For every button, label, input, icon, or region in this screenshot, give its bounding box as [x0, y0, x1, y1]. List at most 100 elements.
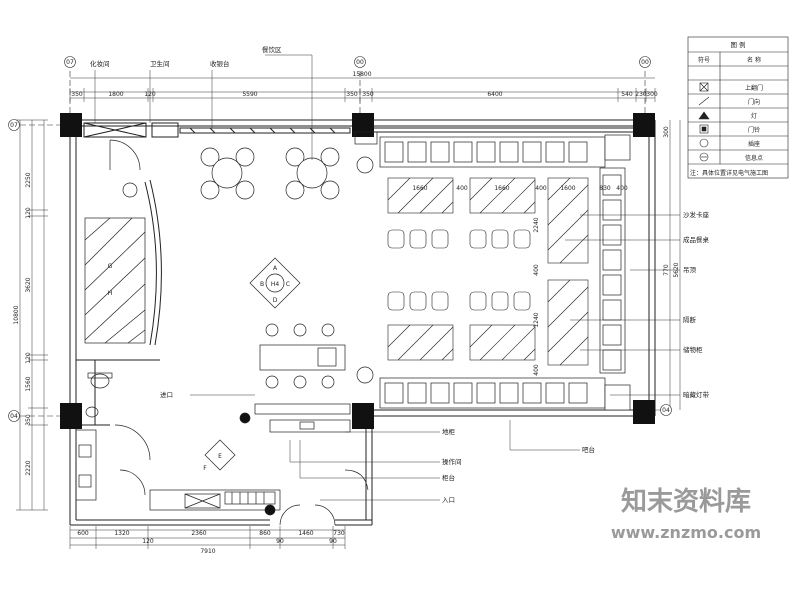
tdim-right-2: 400 — [616, 185, 628, 192]
leader-lines — [94, 54, 680, 501]
axis-label-top-1: 07 — [66, 59, 74, 66]
callout-top-1: 化妆间 — [90, 59, 110, 68]
legend-row-2: 门向 — [748, 98, 760, 106]
legend-table — [687, 36, 789, 179]
dim-bottom-4: 860 — [259, 530, 271, 537]
legend-row-4: 门铃 — [748, 126, 760, 134]
bar-counter — [239, 131, 378, 433]
dim-right-2: 300 — [663, 126, 670, 138]
dim-top-7: 6400 — [487, 91, 502, 98]
dim-left-7: 2220 — [25, 460, 32, 475]
watermark-url: www.znzmo.com — [611, 523, 761, 542]
callout-inner-5: 进口 — [160, 391, 173, 399]
elev-mark-c: C — [286, 281, 290, 288]
dim-left-overall: 10800 — [13, 305, 20, 324]
lower-elevation-symbol — [204, 439, 236, 471]
callout-inner-1: 地柜 — [442, 427, 456, 436]
watermark-cn: 知末资料库 — [621, 487, 751, 517]
dim-top-8: 540 — [621, 91, 633, 98]
legend-title: 图 例 — [730, 40, 745, 49]
dim-bottom-5: 1460 — [298, 530, 313, 537]
callout-right-3: 吊顶 — [683, 266, 697, 274]
tdim-top-1: 1660 — [412, 185, 427, 192]
legend-col-name: 名 称 — [747, 56, 761, 64]
dim-bottom-sub-1: 120 — [142, 538, 154, 545]
axis-label-top-3: 00 — [641, 59, 649, 66]
elev-mark-f: F — [203, 465, 207, 472]
lamp-icon — [698, 111, 710, 120]
tdim-v-1: 2240 — [533, 217, 540, 232]
dim-bottom-6: 730 — [333, 530, 345, 537]
dim-top-10: 300 — [646, 91, 658, 98]
callout-top-4: 餐饮区 — [262, 45, 282, 54]
callout-right-2: 成品餐桌 — [683, 235, 710, 244]
round-dining-tables — [200, 147, 340, 200]
tdim-top-3: 1660 — [494, 185, 509, 192]
callout-right-4: 隔断 — [683, 315, 697, 324]
legend-row-1: 上翻门 — [745, 84, 763, 92]
callout-top-2: 卫生间 — [150, 59, 170, 68]
elev-mark-d: D — [273, 297, 278, 304]
axis-label-right-1: 04 — [662, 407, 670, 414]
elev-mark-a: A — [273, 265, 278, 272]
legend-note: 注：具体位置详见电气施工图 — [690, 169, 768, 177]
tdim-v-3: 1240 — [533, 312, 540, 327]
socket-icon — [699, 138, 709, 148]
axis-label-left-1: 07 — [10, 122, 18, 129]
legend-row-5: 插座 — [748, 140, 760, 148]
dim-bottom-3: 2360 — [191, 530, 206, 537]
dim-top-overall: 15800 — [352, 71, 371, 78]
legend-symbols — [698, 82, 710, 162]
axis-label-top-2: 00 — [356, 59, 364, 66]
hatch-square-icon — [699, 82, 709, 92]
dim-left-6: 350 — [25, 414, 32, 426]
dim-top-4: 5590 — [242, 91, 257, 98]
callout-right-1: 沙发卡座 — [683, 210, 710, 219]
pencil-icon — [698, 96, 710, 106]
dim-top-5: 350 — [346, 91, 358, 98]
dim-top-1: 350 — [71, 91, 83, 98]
dim-left-3: 3620 — [25, 277, 32, 292]
tdim-top-2: 400 — [456, 185, 468, 192]
elev-sheet: H4 — [271, 281, 280, 288]
dim-left-4: 120 — [25, 352, 32, 364]
legend-col-symbol: 符号 — [698, 56, 710, 64]
elev-mark-b: B — [260, 281, 264, 288]
dim-top-2: 1800 — [108, 91, 123, 98]
dim-left-5: 1560 — [25, 376, 32, 391]
dim-bottom-sub-2: 90 — [276, 538, 284, 545]
legend-row-6: 信息点 — [745, 154, 763, 162]
left-room-furniture — [75, 139, 369, 526]
callout-right-6: 暗藏灯带 — [683, 390, 710, 399]
dim-left-1: 2250 — [25, 172, 32, 187]
dim-top-9: 230 — [635, 91, 647, 98]
axis-label-left-2: 04 — [10, 413, 18, 420]
dim-bottom-overall: 7910 — [200, 548, 215, 555]
elevation-symbol — [249, 257, 301, 309]
dim-top-6: 350 — [362, 91, 374, 98]
tdim-v-2: 400 — [533, 264, 540, 276]
dim-bottom-2: 1320 — [114, 530, 129, 537]
elev-mark-g: G — [108, 263, 113, 270]
dim-left-2: 120 — [25, 207, 32, 219]
tdim-right-1: 830 — [599, 185, 611, 192]
dim-bottom-sub-3: 90 — [329, 538, 337, 545]
network-point-icon — [699, 152, 709, 162]
hatched-tables — [387, 177, 589, 366]
dim-bottom-1: 600 — [77, 530, 89, 537]
elev-mark-h: H — [108, 290, 113, 297]
callout-inner-4: 柜台 — [442, 473, 455, 482]
callout-inner-2: 吧台 — [582, 445, 595, 454]
callout-inner-3: 操作间 — [442, 457, 462, 466]
dimension-lines — [16, 77, 681, 549]
elev-mark-e: E — [218, 453, 222, 460]
columns — [60, 113, 655, 429]
tdim-top-4: 400 — [535, 185, 547, 192]
legend-row-3: 灯 — [751, 112, 757, 120]
tdim-v-4: 400 — [533, 364, 540, 376]
callout-right-5: 储物柜 — [683, 345, 703, 354]
chairs — [387, 229, 531, 311]
callout-inner-6: 入口 — [442, 496, 455, 504]
plug-icon — [699, 124, 709, 134]
